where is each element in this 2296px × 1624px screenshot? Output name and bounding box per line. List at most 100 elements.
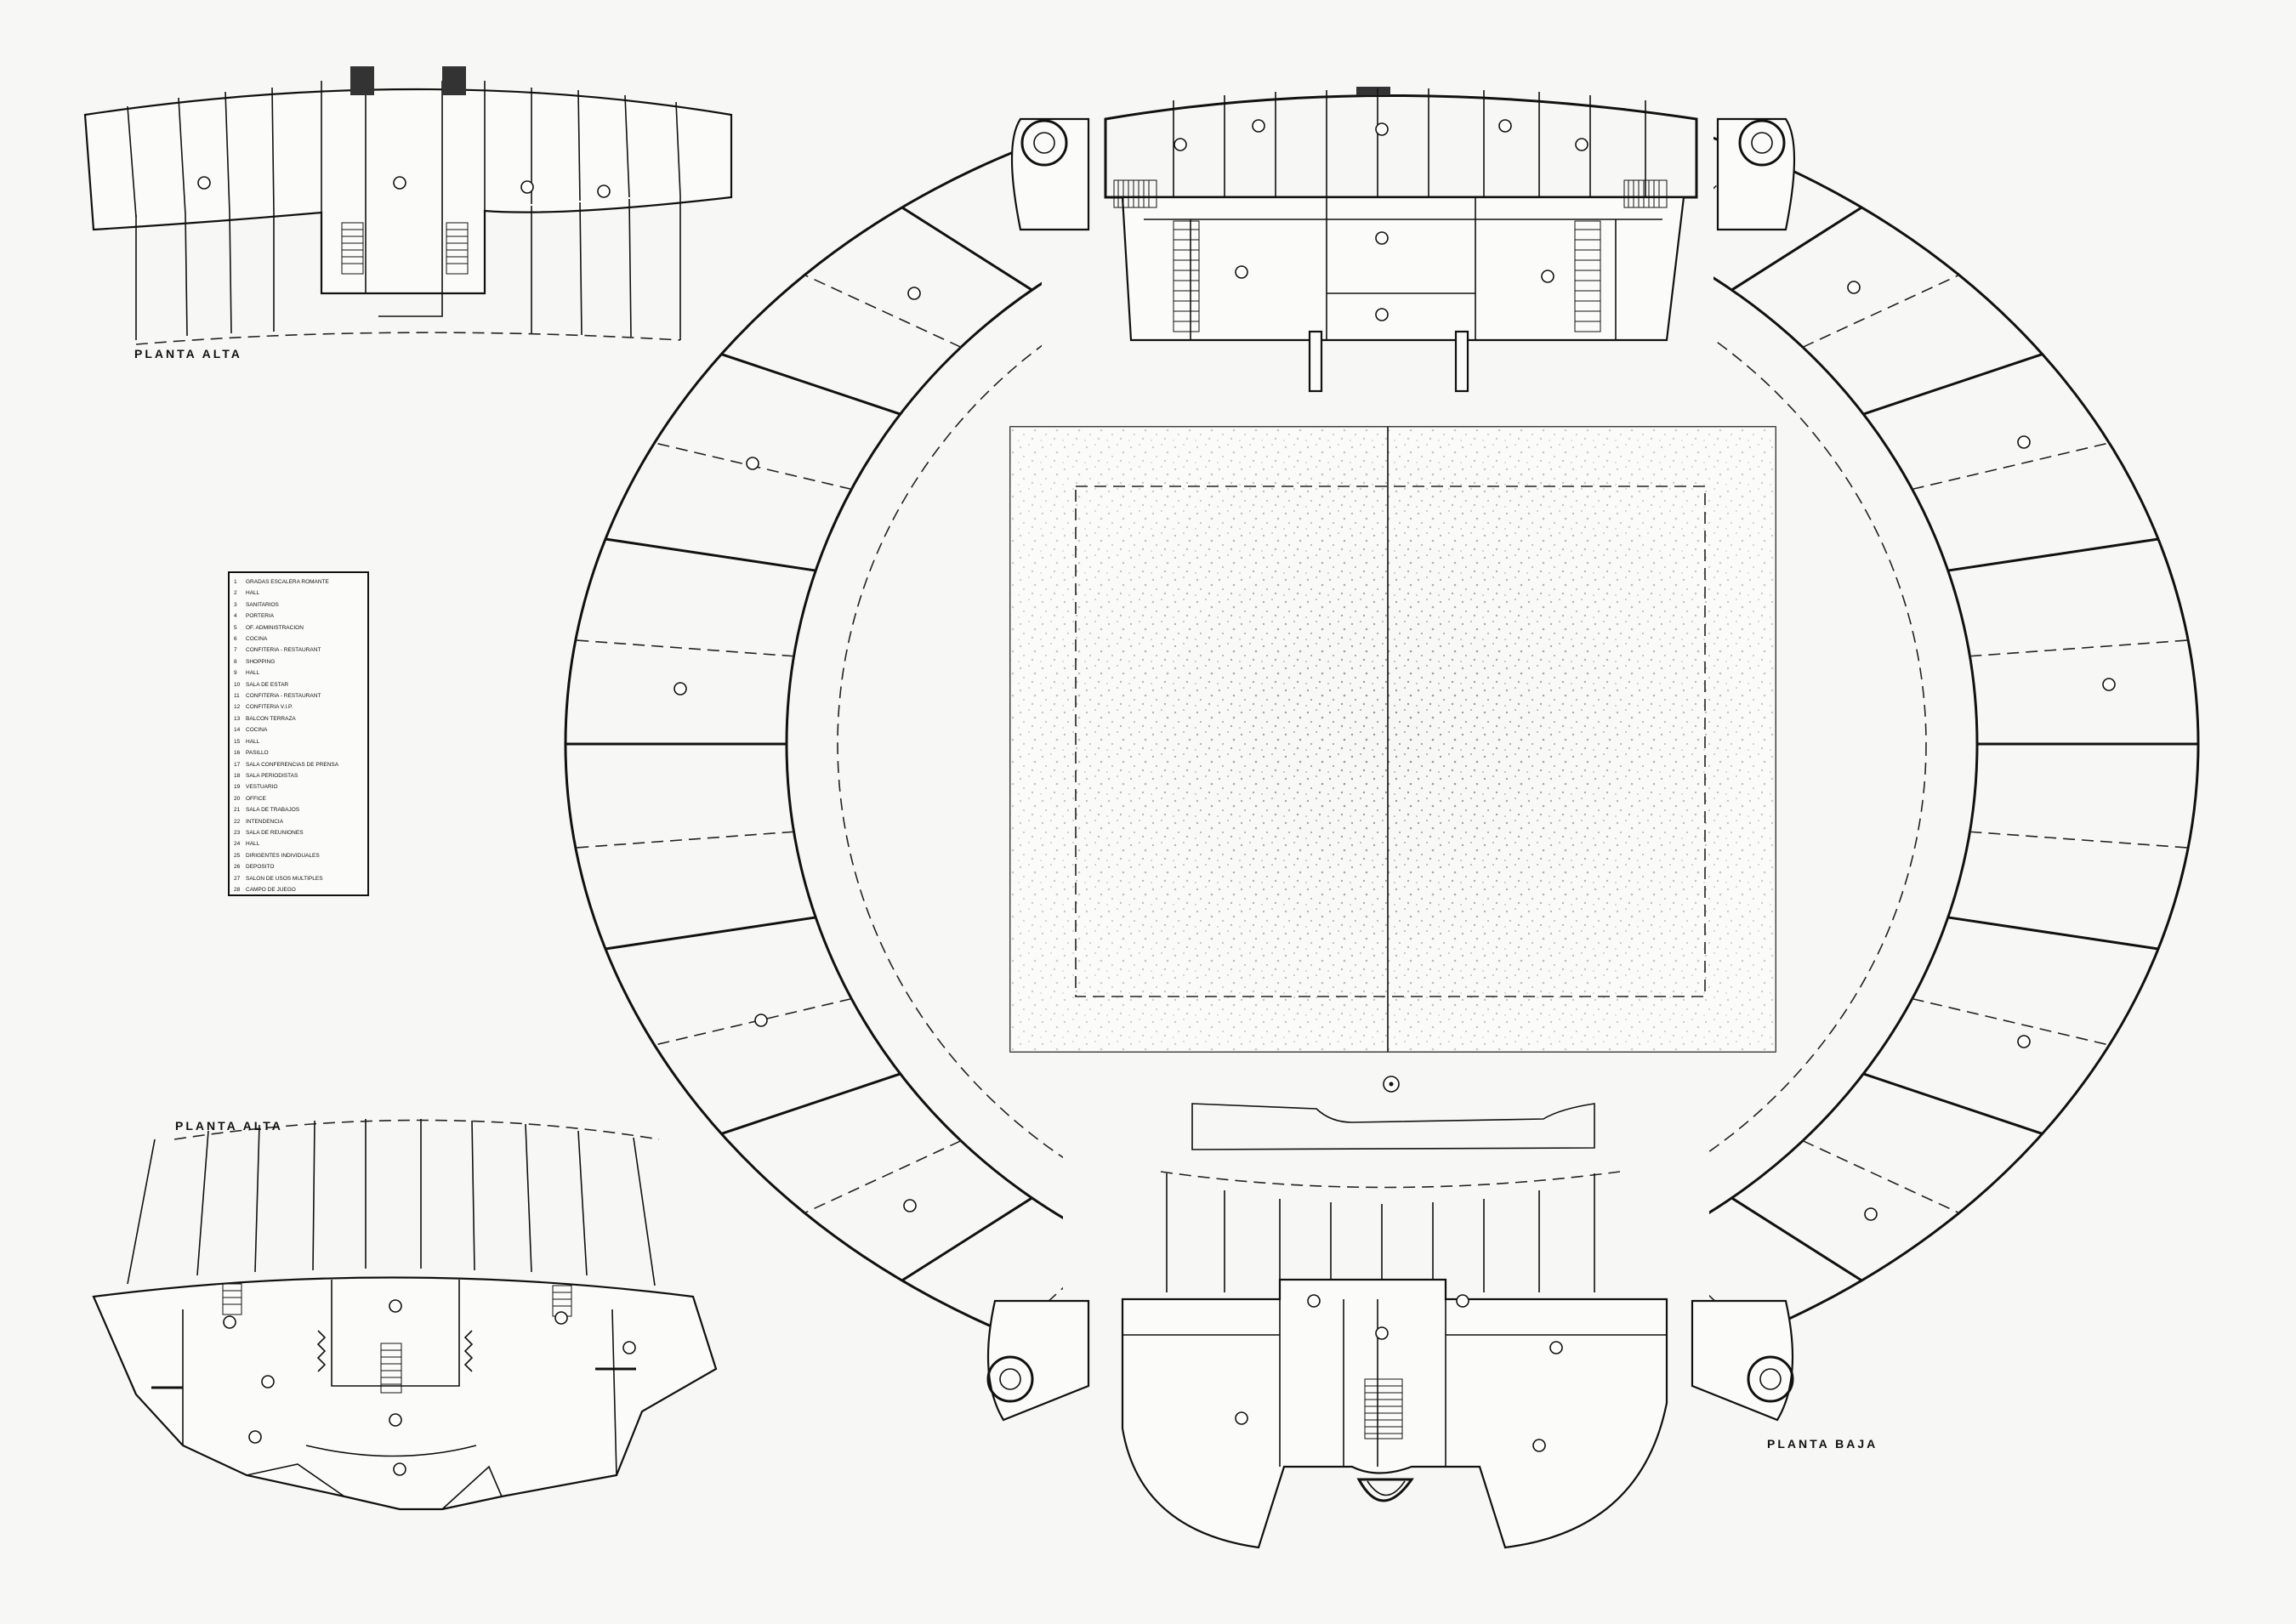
legend-item-text: INTENDENCIA <box>246 818 284 825</box>
room-marker <box>520 180 534 194</box>
legend-item-text: VESTUARIO <box>246 784 278 791</box>
stand-divider <box>720 1072 901 1135</box>
label-planta-alta-top: PLANTA ALTA <box>134 347 242 361</box>
north-building <box>1104 87 1698 393</box>
stand-divider <box>1912 997 2110 1046</box>
stand-divider <box>901 206 1033 292</box>
stand-divider <box>1731 206 1863 292</box>
room-marker <box>389 1413 402 1427</box>
stand-divider <box>1802 1139 1960 1214</box>
legend-item-text: COCINA <box>246 636 268 643</box>
legend-item-text: HALL <box>246 590 260 597</box>
legend-item: 26 DEPOSITO <box>234 861 363 872</box>
legend-item-text: CAMPO DE JUEGO <box>246 886 296 893</box>
legend-item-number: 16 <box>234 750 241 757</box>
stand-divider <box>804 274 962 349</box>
legend-item-text: PORTERIA <box>246 613 275 620</box>
stand-divider <box>1912 442 2110 491</box>
room-marker <box>1541 270 1554 283</box>
legend-item: 6 COCINA <box>234 633 363 644</box>
legend-item-text: CONFITERIA - RESTAURANT <box>246 693 321 700</box>
north-west-stair-tower <box>1010 117 1090 231</box>
legend-item-number: 22 <box>234 818 241 825</box>
room-marker <box>2017 1035 2031 1048</box>
room-marker <box>1375 308 1389 321</box>
legend-item-number: 3 <box>234 601 237 608</box>
room-marker <box>1375 231 1389 245</box>
stand-divider <box>1862 1072 2043 1135</box>
legend-item-text: SALA DE ESTAR <box>246 681 289 688</box>
stand-divider <box>1731 1196 1863 1282</box>
playing-field <box>1009 426 1776 1053</box>
legend-item-number: 17 <box>234 761 241 768</box>
legend-item-number: 28 <box>234 886 241 893</box>
stand-divider <box>605 916 816 951</box>
legend-item-text: BALCON TERRAZA <box>246 715 296 722</box>
legend-item-text: OFFICE <box>246 795 266 802</box>
stand-divider <box>654 997 852 1046</box>
stand-divider <box>1802 274 1960 349</box>
legend-item-text: SALON DE USOS MULTIPLES <box>246 875 323 882</box>
room-marker <box>389 1299 402 1313</box>
legend-item-number: 26 <box>234 864 241 871</box>
legend-item-number: 25 <box>234 852 241 859</box>
room-marker <box>907 287 921 300</box>
stand-divider <box>605 537 816 572</box>
legend-item: 22 INTENDENCIA <box>234 816 363 827</box>
legend-item-number: 20 <box>234 795 241 802</box>
south-west-stair-tower <box>986 1299 1090 1422</box>
room-marker <box>2017 435 2031 449</box>
room-marker <box>1174 138 1187 151</box>
legend-item: 28 CAMPO DE JUEGO <box>234 884 363 895</box>
legend-item-number: 27 <box>234 875 241 882</box>
stand-divider <box>1969 639 2189 657</box>
room-marker <box>554 1311 568 1325</box>
room-marker <box>1307 1294 1321 1308</box>
room-marker <box>754 1014 768 1027</box>
legend-item: 13 BALCON TERRAZA <box>234 713 363 724</box>
legend-item-text: SHOPPING <box>246 658 276 665</box>
legend-item-text: HALL <box>246 670 260 677</box>
room-marker <box>1864 1207 1878 1221</box>
legend-item-number: 1 <box>234 579 237 585</box>
legend-item: 4 PORTERIA <box>234 610 363 622</box>
legend-item-number: 9 <box>234 670 237 677</box>
legend-item-number: 10 <box>234 681 241 688</box>
legend-item-number: 6 <box>234 636 237 643</box>
room-marker <box>673 682 687 696</box>
room-marker <box>393 176 406 190</box>
legend-item-number: 12 <box>234 704 241 711</box>
stand-divider <box>575 831 794 849</box>
legend-item-text: CONFITERIA V.I.P. <box>246 704 293 711</box>
legend-item: 11 CONFITERIA - RESTAURANT <box>234 690 363 701</box>
legend-item-number: 4 <box>234 613 237 620</box>
room-marker <box>1375 122 1389 136</box>
legend-item-number: 13 <box>234 715 241 722</box>
room-marker <box>746 457 759 470</box>
room-marker <box>1456 1294 1469 1308</box>
stand-divider <box>1947 916 2159 951</box>
room-marker <box>1252 119 1265 133</box>
stand-divider <box>804 1139 962 1214</box>
room-marker <box>1235 265 1248 279</box>
legend-item-number: 11 <box>234 693 240 700</box>
room-marker <box>1532 1439 1546 1452</box>
legend-item-text: DIRIGENTES INDIVIDUALES <box>246 852 320 859</box>
room-marker <box>223 1315 236 1329</box>
legend-item-number: 24 <box>234 841 241 848</box>
legend-item-text: DEPOSITO <box>246 864 275 871</box>
legend-item-number: 2 <box>234 590 237 597</box>
legend-item: 27 SALON DE USOS MULTIPLES <box>234 873 363 884</box>
legend-item-text: SALA DE REUNIONES <box>246 829 304 836</box>
